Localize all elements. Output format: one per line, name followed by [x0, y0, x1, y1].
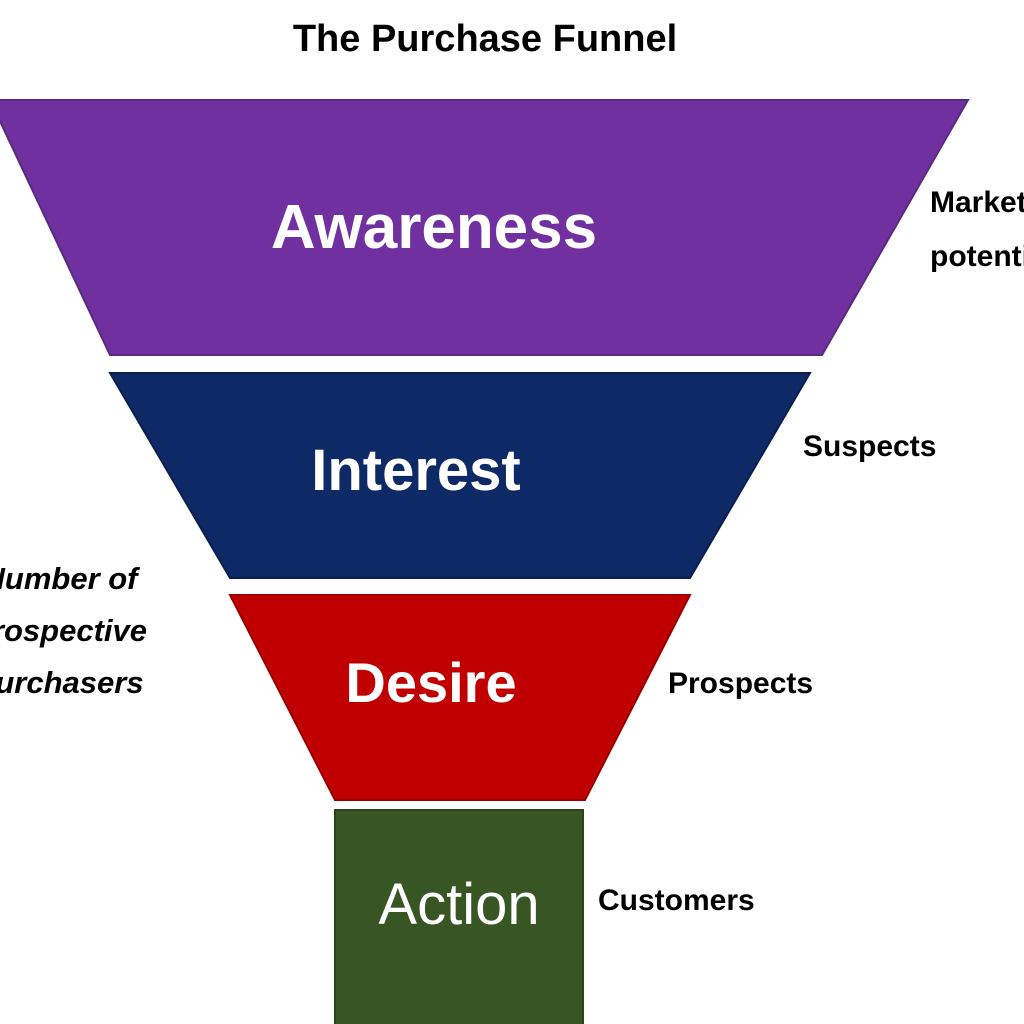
- interest-label: Interest: [311, 438, 521, 503]
- action-stage-shape: [334, 809, 584, 1024]
- left-label-line-1: Number of: [0, 561, 138, 596]
- customers-label: Customers: [598, 884, 755, 917]
- suspects-label: Suspects: [803, 430, 937, 463]
- awareness-stage-shape: [0, 99, 970, 356]
- market-potential-label: Market potential: [930, 176, 1024, 284]
- desire-label: Desire: [345, 651, 517, 714]
- diagram-title: The Purchase Funnel: [292, 18, 678, 60]
- prospective-purchasers-label: Number of prospective purchasers: [0, 553, 160, 709]
- action-label: Action: [378, 872, 540, 937]
- interest-stage-shape: [108, 372, 812, 579]
- awareness-label: Awareness: [270, 193, 598, 262]
- market-potential-line-1: Market: [930, 186, 1024, 219]
- prospects-label: Prospects: [668, 667, 814, 700]
- desire-stage-shape: [228, 594, 692, 801]
- left-label-line-3: purchasers: [0, 665, 144, 700]
- market-potential-line-2: potential: [930, 240, 1024, 273]
- left-label-line-2: prospective: [0, 613, 147, 648]
